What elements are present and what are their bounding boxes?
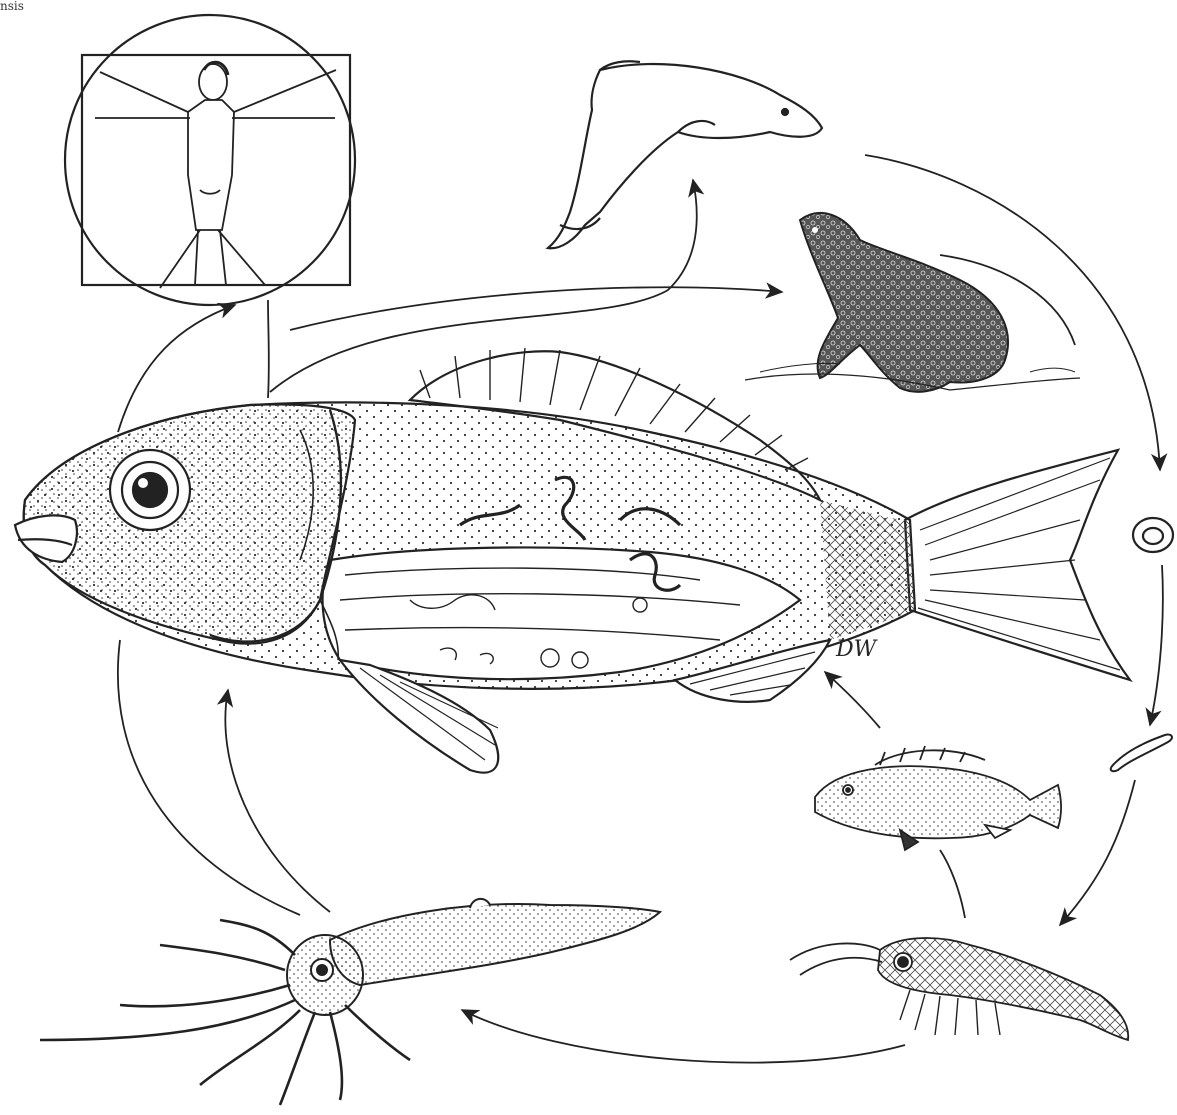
vitruvian-human-icon xyxy=(65,15,355,305)
arrow-krill-to-squid xyxy=(462,1010,905,1063)
squid-icon xyxy=(40,899,660,1105)
larva-icon xyxy=(1111,735,1172,772)
dolphin-icon xyxy=(548,61,822,248)
arrow-host-to-seal xyxy=(290,287,782,330)
krill-icon xyxy=(790,938,1128,1040)
arrow-host-to-human-stem xyxy=(268,300,269,398)
corner-text-fragment: nsis xyxy=(0,0,24,13)
egg-icon xyxy=(1133,518,1173,552)
arrow-egg-to-larva xyxy=(1150,565,1163,725)
arrow-krill-to-small-fish xyxy=(940,850,965,918)
arrow-larva-to-krill xyxy=(1060,780,1135,925)
arrow-squid-to-host-outer xyxy=(118,640,300,915)
small-fish-icon xyxy=(815,746,1061,850)
host-fish-icon xyxy=(15,348,1130,773)
seal-icon xyxy=(745,213,1080,392)
arrow-squid-to-host-inner xyxy=(225,690,330,912)
arrow-small-fish-to-host xyxy=(825,672,880,728)
artist-initials: DW xyxy=(835,637,879,662)
